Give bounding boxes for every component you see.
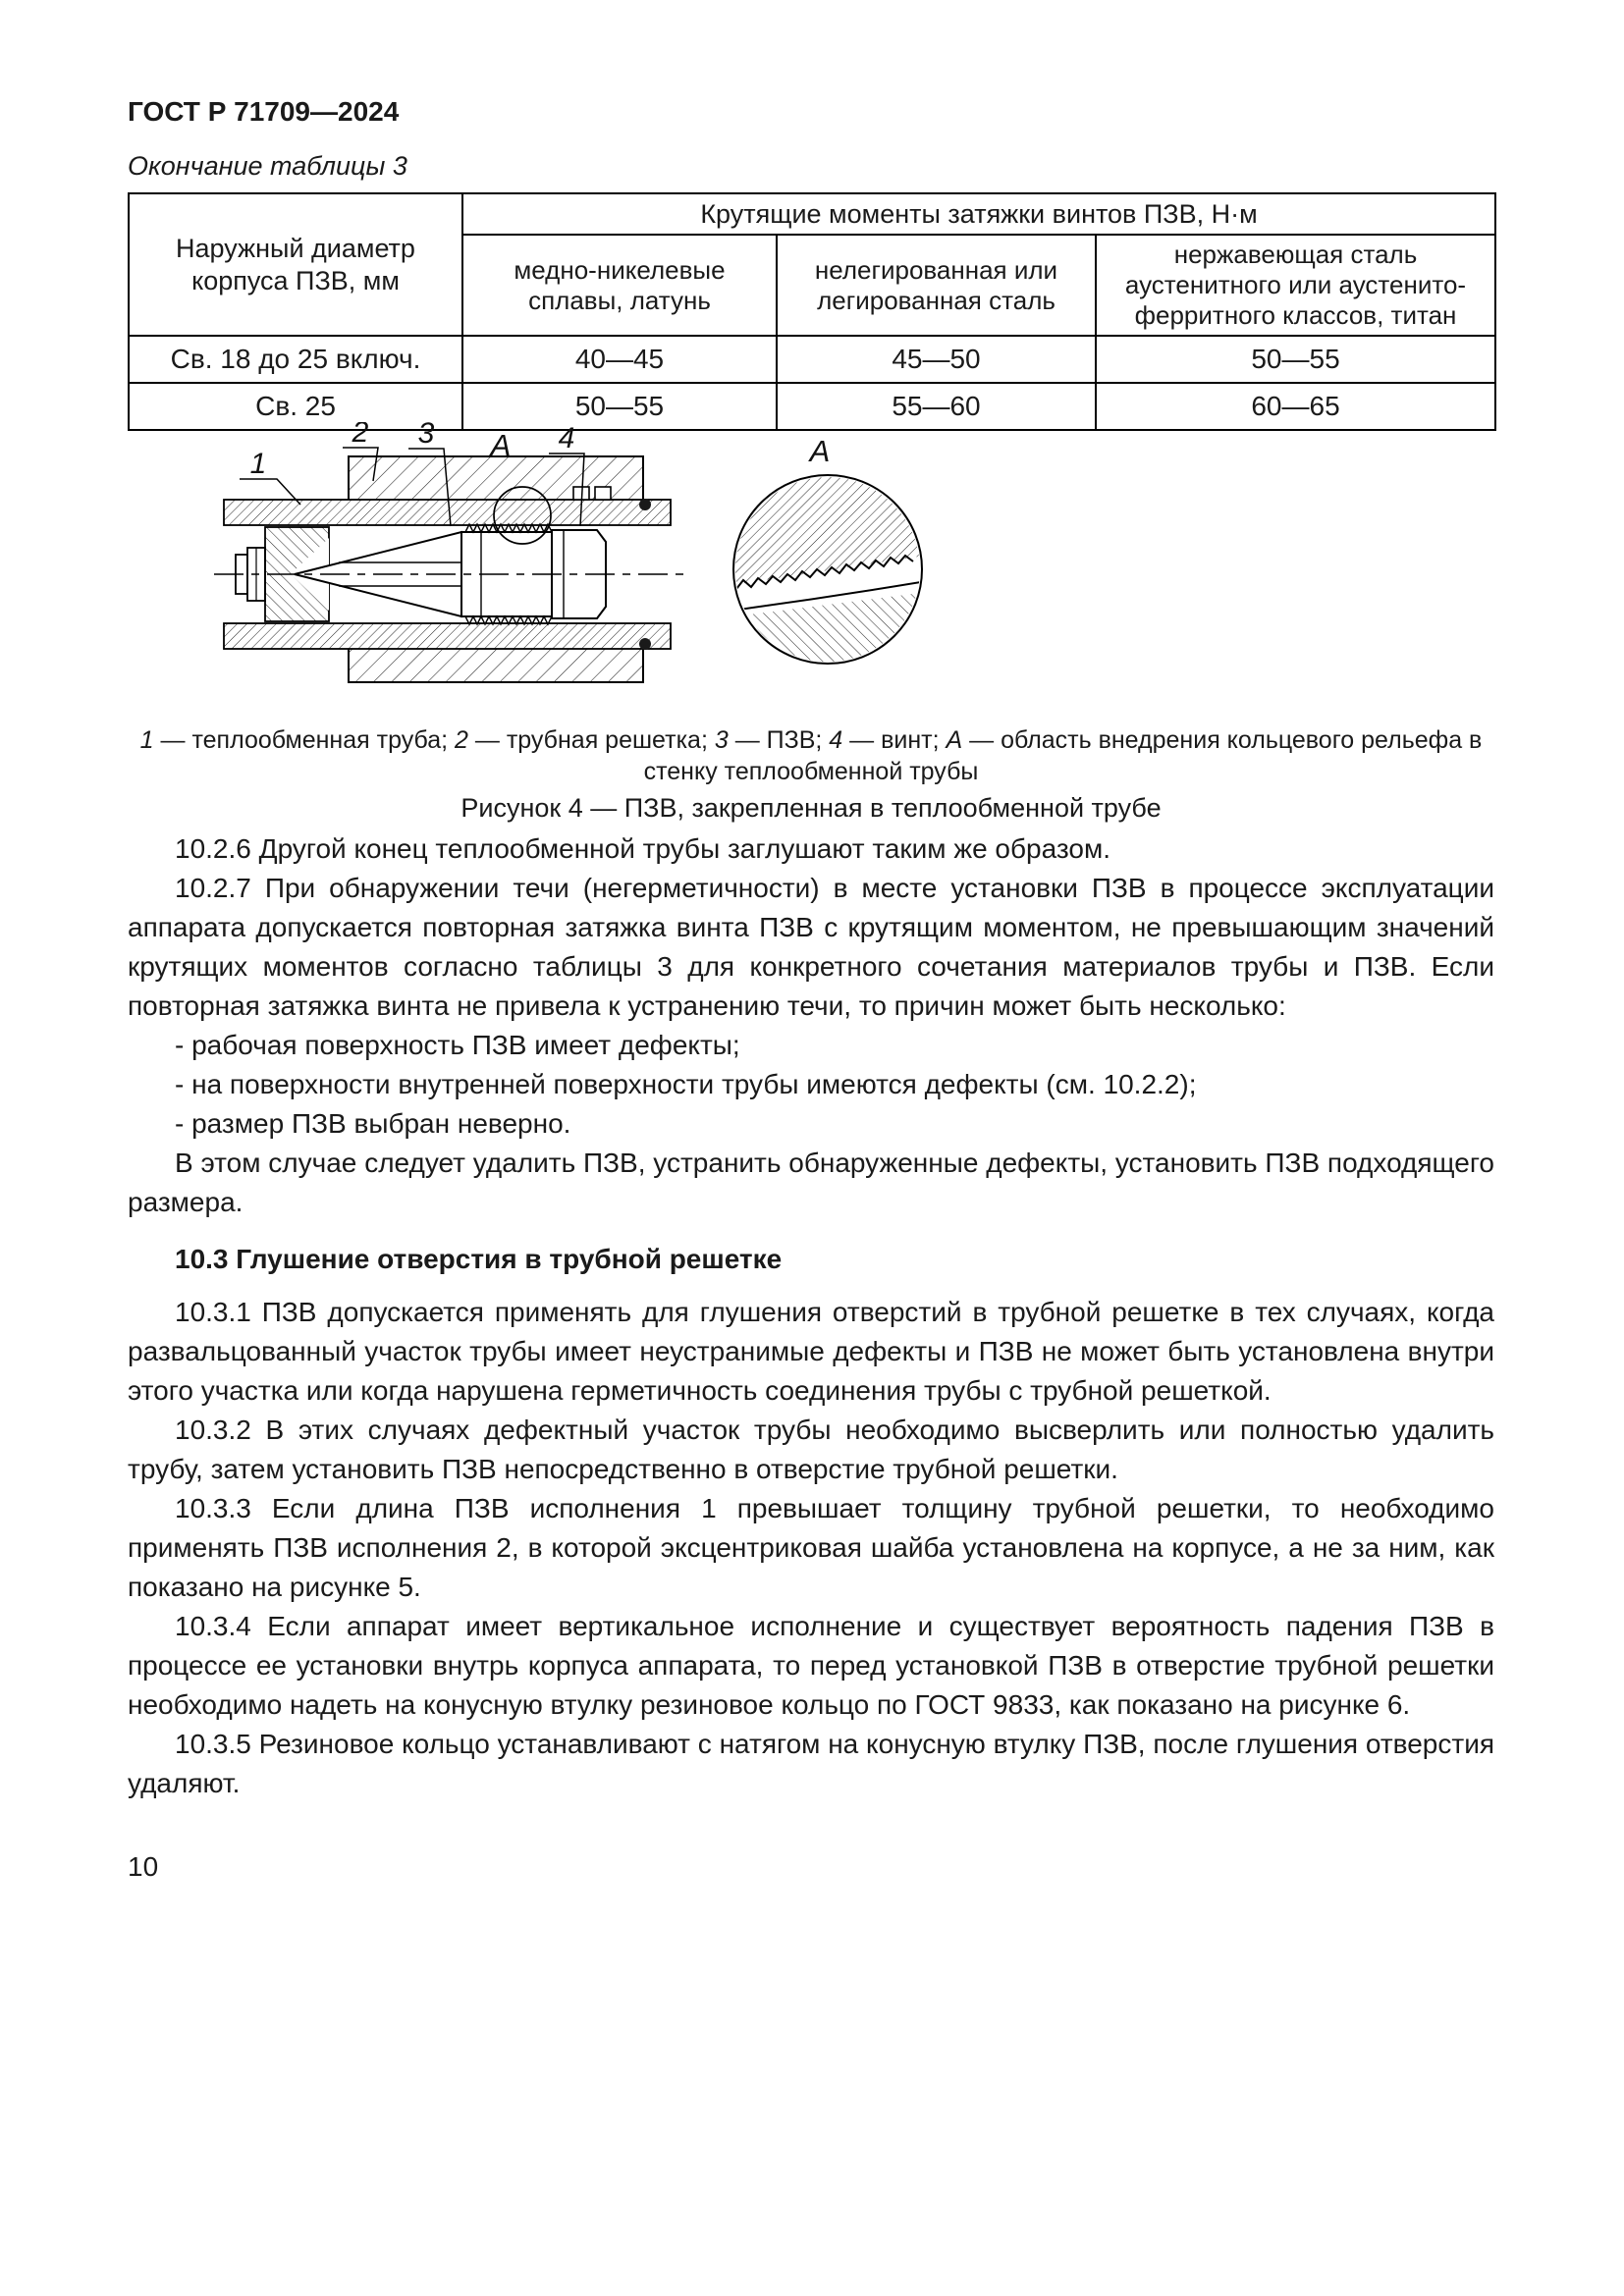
legend-num: 4 bbox=[829, 726, 843, 754]
figure-4: 1 2 3 А 4 А bbox=[128, 422, 1494, 709]
legend-text: — ПЗВ; bbox=[728, 726, 830, 754]
table-row: Св. 18 до 25 включ. 40—45 45—50 50—55 bbox=[128, 335, 1497, 384]
table-cell-value: 55—60 bbox=[776, 382, 1097, 431]
callout-4: 4 bbox=[559, 422, 575, 454]
main-view bbox=[214, 455, 685, 683]
callout-a-region: А bbox=[489, 428, 512, 462]
callout-2: 2 bbox=[352, 422, 369, 449]
list-item: - на поверхности внутренней поверхности … bbox=[175, 1069, 1197, 1099]
legend-text: — область внедрения кольцевого рельефа в… bbox=[643, 726, 1483, 785]
paragraph-10-3-2: 10.3.2 В этих случаях дефектный участок … bbox=[128, 1415, 1494, 1484]
legend-text: — теплообменная труба; bbox=[153, 726, 456, 754]
legend-num: 3 bbox=[714, 726, 729, 754]
figure-caption: Рисунок 4 — ПЗВ, закрепленная в теплообм… bbox=[460, 793, 1162, 823]
legend-text: — трубная решетка; bbox=[467, 726, 715, 754]
document-code: ГОСТ Р 71709—2024 bbox=[128, 96, 400, 127]
detail-view bbox=[732, 474, 923, 665]
table-cell-value: 50—55 bbox=[461, 382, 778, 431]
table-header-material-stainless: нержавеющая сталь аустенитного или аусте… bbox=[1094, 234, 1497, 337]
list-item: - размер ПЗВ выбран неверно. bbox=[175, 1108, 571, 1139]
callout-a-detail: А bbox=[808, 434, 831, 468]
table-header-diameter: Наружный диаметр корпуса ПЗВ, мм bbox=[128, 192, 463, 337]
heading-10-3: 10.3 Глушение отверстия в трубной решетк… bbox=[175, 1244, 783, 1274]
table-cell-diameter: Св. 18 до 25 включ. bbox=[128, 335, 463, 384]
figure-callouts: 1 2 3 А 4 А bbox=[240, 422, 831, 527]
table-cell-value: 40—45 bbox=[461, 335, 778, 384]
legend-text: — винт; bbox=[842, 726, 947, 754]
table-cell-value: 50—55 bbox=[1094, 335, 1497, 384]
table-header-material-steel: нелегированная или легированная сталь bbox=[776, 234, 1097, 337]
page-content: ГОСТ Р 71709—2024 Окончание таблицы 3 На… bbox=[128, 0, 1497, 2296]
table-cell-value: 45—50 bbox=[776, 335, 1097, 384]
paragraph-10-2-7: 10.2.7 При обнаружении течи (негерметичн… bbox=[128, 873, 1494, 1021]
table-row: Св. 25 50—55 55—60 60—65 bbox=[128, 382, 1497, 431]
paragraph-10-3-1: 10.3.1 ПЗВ допускается применять для глу… bbox=[128, 1297, 1494, 1406]
table-continuation-note: Окончание таблицы 3 bbox=[128, 151, 407, 181]
body-text: 10.2.6 Другой конец теплообменной трубы … bbox=[128, 829, 1494, 1803]
callout-1: 1 bbox=[250, 448, 267, 480]
paragraph-10-3-4: 10.3.4 Если аппарат имеет вертикальное и… bbox=[128, 1611, 1494, 1720]
figure-4-drawing: 1 2 3 А 4 А bbox=[214, 422, 923, 683]
table-cell-diameter: Св. 25 bbox=[128, 382, 463, 431]
page-number: 10 bbox=[128, 1851, 159, 1882]
torque-table: Наружный диаметр корпуса ПЗВ, мм Крутящи… bbox=[128, 192, 1497, 431]
paragraph-10-3-5: 10.3.5 Резиновое кольцо устанавливают с … bbox=[128, 1729, 1494, 1798]
callout-3: 3 bbox=[418, 422, 435, 450]
table-header-material-copper: медно-никелевые сплавы, латунь bbox=[461, 234, 778, 337]
table-cell-value: 60—65 bbox=[1094, 382, 1497, 431]
legend-num: А bbox=[946, 726, 963, 754]
paragraph-conclusion: В этом случае следует удалить ПЗВ, устра… bbox=[128, 1148, 1494, 1217]
paragraph-10-3-3: 10.3.3 Если длина ПЗВ исполнения 1 превы… bbox=[128, 1493, 1494, 1602]
legend-num: 1 bbox=[139, 726, 154, 754]
paragraph-10-2-6: 10.2.6 Другой конец теплообменной трубы … bbox=[175, 833, 1110, 864]
figure-legend: 1 — теплообменная труба; 2 — трубная реш… bbox=[128, 724, 1494, 787]
legend-num: 2 bbox=[455, 726, 468, 754]
list-item: - рабочая поверхность ПЗВ имеет дефекты; bbox=[175, 1030, 740, 1060]
table-header-torque: Крутящие моменты затяжки винтов ПЗВ, Н·м bbox=[460, 192, 1497, 236]
